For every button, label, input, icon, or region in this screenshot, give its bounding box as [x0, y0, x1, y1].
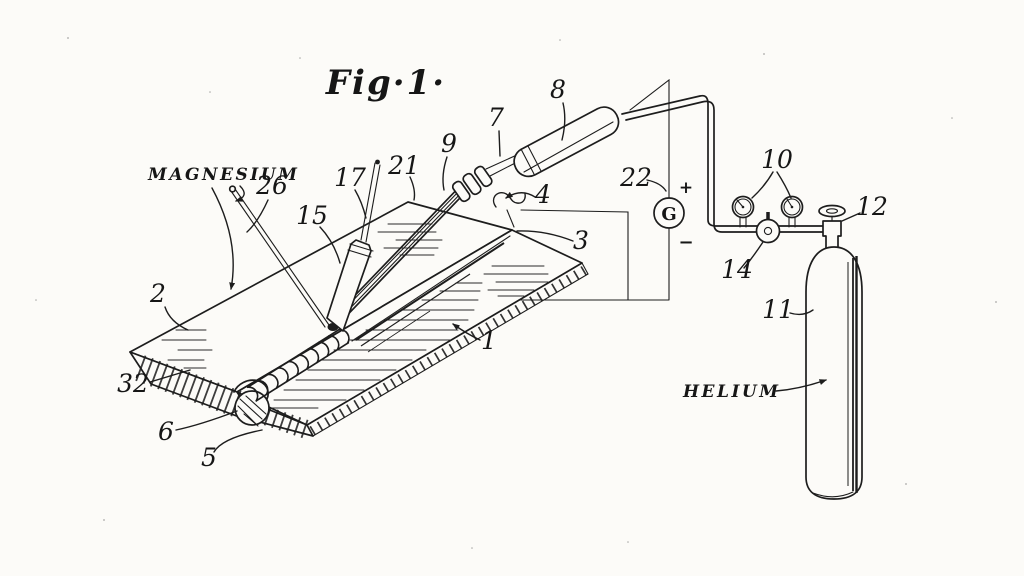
wire-positive	[629, 78, 670, 199]
magnesium-arrow-plate	[211, 187, 236, 290]
ref-10: 10	[761, 145, 793, 174]
meter-negative: −	[678, 232, 693, 253]
ref-11: 11	[762, 295, 794, 324]
ref-2: 2	[149, 279, 166, 308]
meter-symbol: G	[661, 204, 676, 225]
leader-8	[561, 102, 566, 141]
weld-seam-groove	[351, 235, 511, 353]
plate-shading	[161, 223, 549, 409]
ref-26: 26	[255, 171, 288, 200]
leader-2	[164, 306, 189, 331]
ref-17: 17	[334, 163, 366, 192]
ref-32: 32	[117, 369, 149, 398]
leader-15	[319, 226, 341, 264]
ref-1: 1	[481, 326, 497, 355]
leader-9	[442, 156, 448, 191]
gauge-left	[731, 195, 755, 228]
leader-10b	[776, 171, 792, 199]
ref-15: 15	[296, 201, 328, 230]
weld-nugget	[234, 390, 270, 426]
ref-4: 4	[534, 180, 551, 209]
gauge-right	[780, 195, 804, 228]
label-magnesium: MAGNESIUM	[147, 165, 299, 185]
weld-nugget-hatch	[237, 395, 267, 427]
ref-9: 9	[441, 129, 457, 158]
leader-17	[354, 189, 367, 219]
work-clamp	[492, 192, 526, 228]
leader-7	[498, 130, 501, 157]
helium-cylinder	[805, 246, 863, 500]
cylinder-valve-handwheel	[818, 204, 846, 218]
ref-21: 21	[387, 151, 420, 180]
workpiece	[129, 201, 589, 437]
leader-12	[841, 212, 861, 222]
leader-4	[505, 191, 536, 199]
ref-8: 8	[550, 75, 566, 104]
leader-1	[452, 323, 481, 341]
ref-5: 5	[201, 443, 217, 472]
electrode	[360, 159, 381, 243]
leader-14	[743, 241, 764, 269]
regulator-valve	[755, 212, 781, 244]
leader-22	[646, 179, 667, 192]
leader-6	[175, 410, 238, 431]
magnesium-arrow-rod	[235, 185, 245, 202]
electrode-holder	[326, 239, 374, 332]
ref-14: 14	[721, 255, 753, 284]
leader-32	[149, 369, 191, 383]
wire-work	[518, 209, 670, 301]
leader-3	[516, 230, 574, 242]
helium-arrow	[775, 379, 827, 392]
galvanometer: G + −	[653, 178, 694, 253]
ref-6: 6	[158, 417, 174, 446]
gas-hose	[621, 94, 825, 233]
torch-handle	[513, 106, 620, 178]
leader-10a	[751, 171, 774, 199]
leader-11	[789, 309, 814, 316]
cylinder-shading	[812, 256, 858, 498]
leader-21	[409, 176, 416, 201]
leader-26	[246, 199, 269, 233]
ref-12: 12	[856, 192, 888, 221]
plate-front-edge	[306, 262, 589, 437]
filler-rod	[228, 185, 330, 328]
ref-3: 3	[573, 226, 589, 255]
ref-22: 22	[619, 163, 652, 192]
coupling	[451, 165, 493, 203]
paper-specks	[35, 37, 997, 549]
leader-5	[213, 429, 263, 453]
weld-bead	[246, 328, 350, 402]
figure-title: Fig·1·	[325, 63, 446, 103]
electrode-tip	[375, 159, 380, 165]
cylinder-valve	[818, 204, 846, 251]
ref-7: 7	[488, 103, 504, 132]
label-helium: HELIUM	[682, 382, 781, 402]
meter-positive: +	[679, 178, 693, 198]
filler-rod-tip	[228, 185, 237, 193]
